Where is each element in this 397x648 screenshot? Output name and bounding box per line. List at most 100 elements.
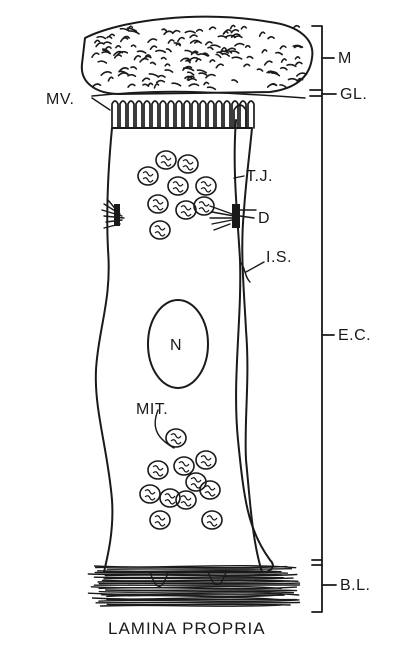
mucus-squiggle [132,45,136,47]
mucus-squiggle [173,31,180,34]
mucus-squiggle [106,47,111,49]
microvillus [200,101,206,128]
mitochondrion [174,457,194,475]
mitochondrion [178,155,198,173]
mucus-squiggle [129,31,139,34]
label-bl: B.L. [340,577,370,594]
mucus-squiggle [226,35,236,37]
mitochondrion [196,451,216,469]
fiber [98,571,281,572]
mucus-squiggle [165,70,172,72]
mucus-squiggle [232,80,237,82]
mucus-squiggle [96,43,104,47]
mucus-squiggle [168,40,174,43]
mitochondrion [200,481,220,499]
mucus-squiggle [232,57,241,59]
mitochondrion [148,461,168,479]
mucus-squiggle [151,46,157,49]
mucus-squiggle [164,31,172,34]
mucus-squiggle [280,85,286,88]
mucus-squiggle [134,56,140,60]
microvilli [112,101,254,128]
mucus-squiggle [154,84,158,88]
mucus-squiggle [162,29,166,31]
mitochondrion [176,201,196,219]
fiber [94,577,283,578]
mucus-squiggle [162,58,167,60]
microvillus [192,101,198,128]
label-mit: MIT. [136,401,168,418]
microvillus [144,101,150,128]
mucus-squiggle [101,72,111,75]
mitochondrion [150,221,170,239]
mucus-squiggle [138,51,146,53]
mucus-squiggle [231,25,235,28]
mucus-squiggle [235,44,244,46]
mucus-squiggle [143,84,148,86]
mucus-squiggle [260,32,265,36]
mucus-squiggle [293,26,299,28]
mitochondrion [140,485,160,503]
leader-lines [92,98,264,448]
mucus-squiggle [178,38,184,42]
mucus-squiggle [116,46,121,48]
mucus-squiggle [204,82,209,84]
mucus-squiggle [148,39,157,42]
microvillus [120,101,126,128]
mucus-squiggle [108,77,113,81]
mitochondrion [196,177,216,195]
mucus-squiggle [149,74,158,77]
layer-bracket [310,26,336,612]
mucus-squiggle [257,69,262,71]
mucus-squiggle [231,30,238,33]
mucus-squiggle [185,51,192,54]
mucus-squiggle [115,55,122,58]
mucus-squiggle [244,64,250,66]
mucus-squiggle [199,73,207,75]
microvillus [168,101,174,128]
label-n: N [170,337,182,354]
mucus-squiggle [167,49,172,52]
mucus-squiggle [246,46,250,48]
neighbour-cell-membrane [235,120,273,572]
mucus-squiggle [208,87,216,89]
mucus-squiggle [272,73,279,76]
mucus-squiggle [216,54,221,57]
fiber [96,567,287,568]
mucus-squiggle [188,72,194,75]
mucus-squiggle [156,50,165,52]
mucus-squiggle [281,68,287,70]
mitochondrion [150,511,170,529]
mucus-squiggle [143,78,150,81]
mucus-squiggle [210,60,215,62]
label-d: D [258,210,270,227]
mucus-squiggle [268,37,274,39]
mucus-squiggle [186,61,190,63]
microvillus [160,101,166,128]
label-m: M [338,50,352,67]
microvillus [248,101,254,128]
mucus-squiggle [107,37,112,39]
mucus-squiggle [189,79,197,81]
mucus-squiggle [92,53,99,57]
mitochondrion [186,473,206,491]
microvillus [152,101,158,128]
mucus-squiggle [193,52,197,54]
mucus-layer [82,17,313,94]
mitochondrion [156,151,176,169]
fiber [106,590,297,591]
microvillus [208,101,214,128]
mucus-squiggle [265,61,272,65]
fiber [95,572,287,573]
mucus-squiggle [140,59,148,62]
mucus-squiggle [280,46,286,49]
mucus-squiggle [195,42,201,44]
microvillus [216,101,222,128]
mucus-squiggle [157,81,165,83]
mucus-squiggle [247,57,252,59]
mucus-squiggle [128,75,135,77]
mitochondrion [138,167,158,185]
mucus-squiggle [282,59,287,62]
microvillus [128,101,134,128]
mucus-squiggle [189,84,198,86]
